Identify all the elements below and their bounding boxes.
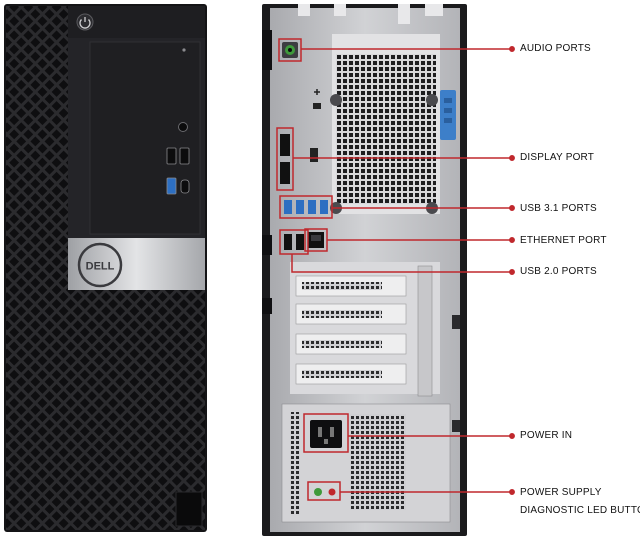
usb20-ports-leader (291, 254, 512, 273)
front-mesh-bottom (68, 290, 205, 530)
usb20-ports-highlight (279, 229, 309, 255)
front-view (4, 4, 207, 532)
callout-usb31-ports: USB 3.1 PORTS (520, 203, 597, 214)
display-port-highlight (276, 127, 294, 191)
headset-jack-icon (178, 122, 188, 132)
callout-audio-ports: AUDIO PORTS (520, 43, 591, 54)
callout-display-port: DISPLAY PORT (520, 152, 595, 163)
callout-diagnostic-led: DIAGNOSTIC LED BUTTON (520, 505, 640, 516)
front-mesh-left (6, 6, 68, 530)
callout-lines (276, 38, 515, 501)
rear-view (262, 4, 467, 536)
dell-logo-text: DELL (86, 261, 115, 273)
callout-ethernet-port: ETHERNET PORT (520, 235, 607, 246)
callout-usb20-ports: USB 2.0 PORTS (520, 266, 597, 277)
callout-power-supply: POWER SUPPLY (520, 487, 602, 498)
callout-power-in: POWER IN (520, 430, 573, 441)
dell-logo: DELL (77, 242, 123, 288)
audio-ports-highlight (278, 38, 302, 62)
usb31-ports-highlight (279, 195, 333, 219)
power-in-highlight (303, 413, 349, 453)
diagnostic-led-highlight (307, 481, 341, 501)
